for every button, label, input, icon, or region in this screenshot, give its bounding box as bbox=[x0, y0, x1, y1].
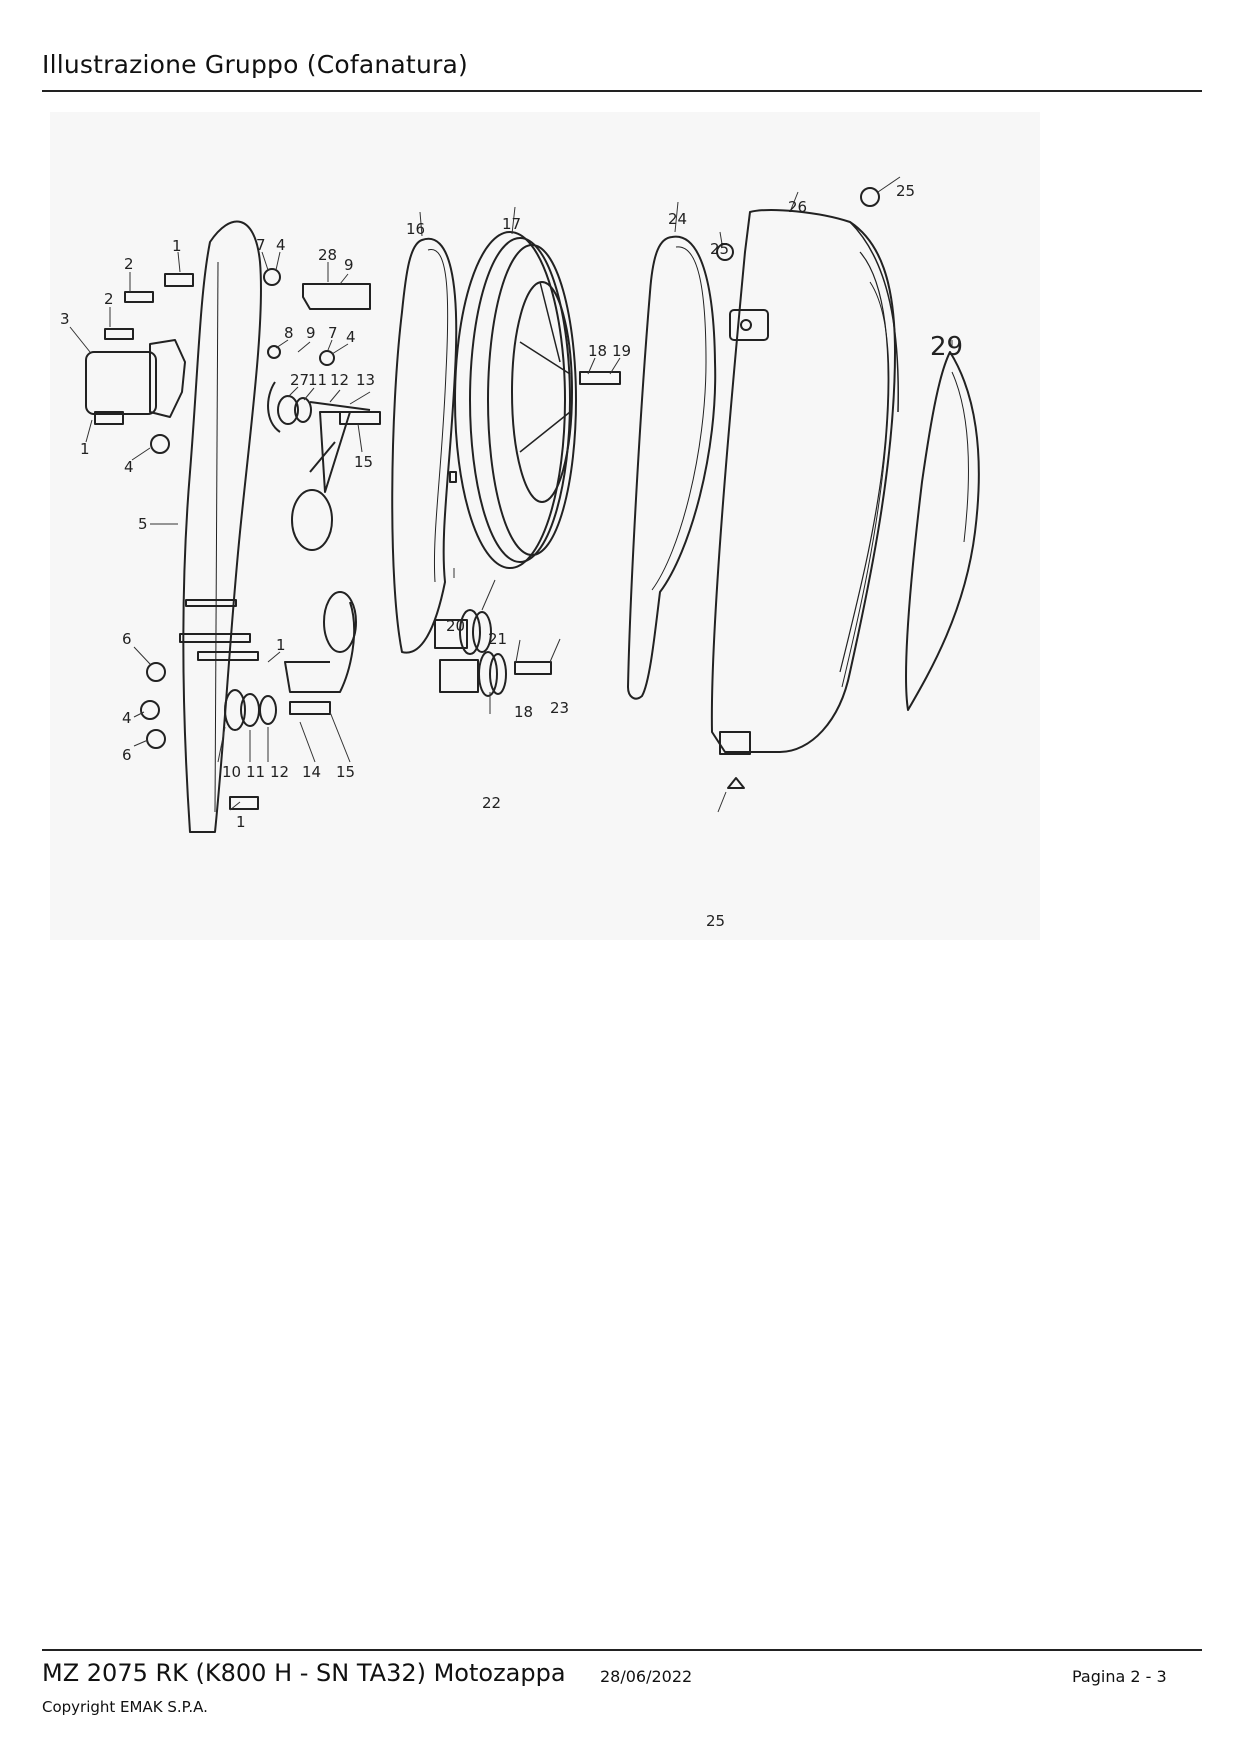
callout-label: 2 bbox=[104, 290, 114, 308]
callout-label: 16 bbox=[406, 220, 425, 238]
callout-label: 11 bbox=[246, 763, 265, 781]
exploded-parts-diagram: 1 2 2 3 1 4 5 7 4 28 9 8 9 7 4 27 11 12 … bbox=[50, 112, 1040, 940]
callout-label: 25 bbox=[710, 240, 729, 258]
diagram-drawing: 1 2 2 3 1 4 5 7 4 28 9 8 9 7 4 27 11 12 … bbox=[60, 176, 980, 930]
callout-label: 24 bbox=[668, 210, 687, 228]
callout-label: 14 bbox=[302, 763, 321, 781]
callout-label: 18 bbox=[514, 703, 533, 721]
callout-label: 12 bbox=[270, 763, 289, 781]
engine-cylinder bbox=[85, 351, 157, 415]
callout-label: 3 bbox=[60, 310, 70, 328]
callout-label: 21 bbox=[488, 630, 507, 648]
callout-label: 17 bbox=[502, 215, 521, 233]
callout-label: 22 bbox=[482, 794, 501, 812]
callout-label: 1 bbox=[236, 813, 246, 831]
callout-label: 15 bbox=[354, 453, 373, 471]
footer-divider bbox=[42, 1649, 1202, 1651]
callout-label: 29 bbox=[930, 332, 963, 362]
callout-label: 4 bbox=[276, 236, 286, 254]
flange-plate bbox=[149, 339, 186, 418]
page-number: Pagina 2 - 3 bbox=[1072, 1667, 1167, 1686]
copyright-text: Copyright EMAK S.P.A. bbox=[42, 1698, 208, 1716]
callout-label: 25 bbox=[706, 912, 725, 930]
callout-label: 20 bbox=[446, 617, 465, 635]
document-date: 28/06/2022 bbox=[600, 1667, 693, 1686]
callout-label: 4 bbox=[122, 709, 132, 727]
callout-label: 8 bbox=[284, 324, 294, 342]
callout-label: 26 bbox=[788, 198, 807, 216]
callout-label: 4 bbox=[346, 328, 356, 346]
callout-label: 10 bbox=[222, 763, 241, 781]
main-pulley bbox=[454, 231, 566, 569]
drive-belt-front bbox=[391, 237, 458, 654]
callout-label: 1 bbox=[172, 237, 182, 255]
callout-label: 2 bbox=[124, 255, 134, 273]
belt-cover bbox=[710, 209, 896, 753]
header-divider bbox=[42, 90, 1202, 92]
page-title: Illustrazione Gruppo (Cofanatura) bbox=[42, 50, 468, 79]
side-cover bbox=[904, 351, 980, 711]
callout-label: 4 bbox=[124, 458, 134, 476]
callout-label: 19 bbox=[612, 342, 631, 360]
callout-label: 1 bbox=[276, 636, 286, 654]
callout-label: 12 bbox=[330, 371, 349, 389]
callout-label: 15 bbox=[336, 763, 355, 781]
callout-label: 7 bbox=[328, 324, 338, 342]
callout-label: 27 bbox=[290, 371, 309, 389]
callout-label: 13 bbox=[356, 371, 375, 389]
callout-label: 6 bbox=[122, 630, 132, 648]
callout-label: 18 bbox=[588, 342, 607, 360]
callout-label: 11 bbox=[308, 371, 327, 389]
callout-label: 6 bbox=[122, 746, 132, 764]
callout-label: 25 bbox=[896, 182, 915, 200]
callout-label: 1 bbox=[80, 440, 90, 458]
callout-label: 9 bbox=[306, 324, 316, 342]
frame-plate bbox=[182, 220, 262, 833]
callout-label: 23 bbox=[550, 699, 569, 717]
callout-label: 28 bbox=[318, 246, 337, 264]
model-name: MZ 2075 RK (K800 H - SN TA32) Motozappa bbox=[42, 1659, 566, 1687]
callout-label: 5 bbox=[138, 515, 148, 533]
drive-belt-rear bbox=[627, 235, 717, 700]
callout-label: 7 bbox=[256, 236, 266, 254]
callout-label: 9 bbox=[344, 256, 354, 274]
